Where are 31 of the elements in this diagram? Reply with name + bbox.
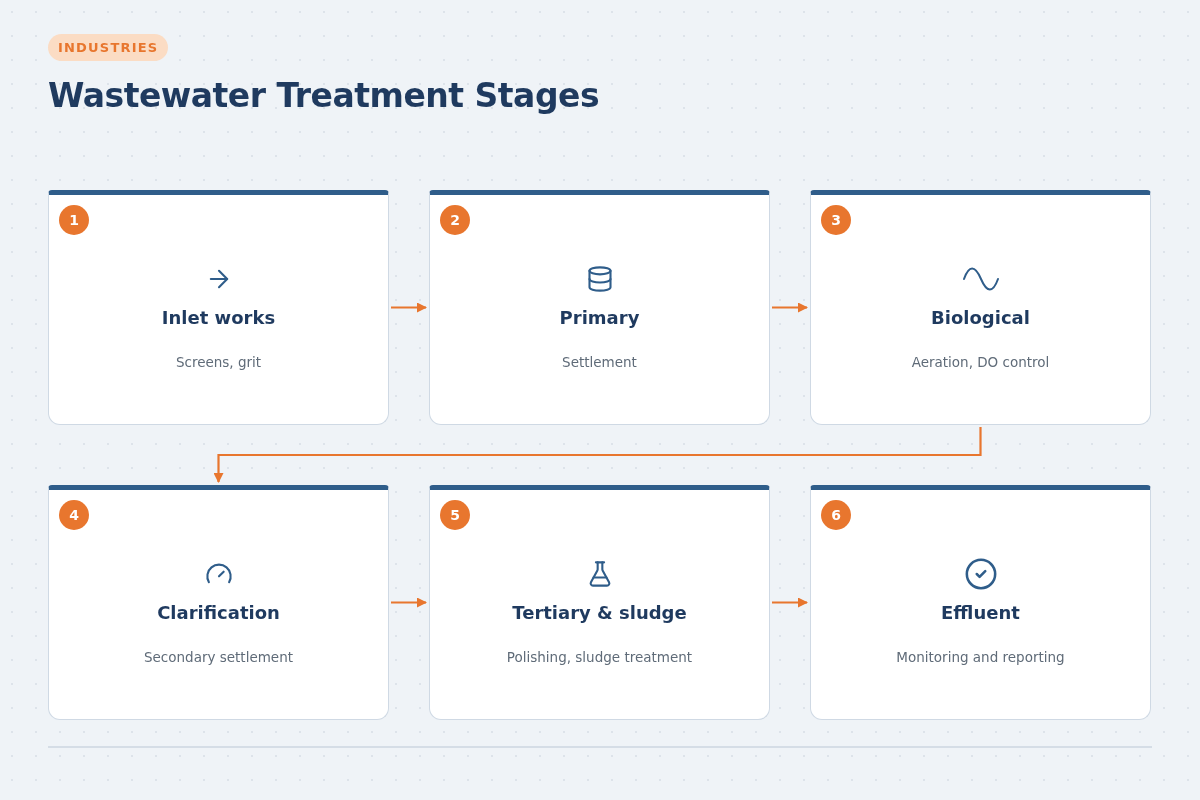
stage-title: Inlet works: [161, 307, 276, 328]
stage-description: Monitoring and reporting: [896, 649, 1065, 665]
stage-card: [48, 485, 389, 720]
stage-description: Aeration, DO control: [911, 354, 1050, 370]
step-number: 6: [821, 500, 851, 530]
stage-card: [429, 190, 770, 425]
title: Wastewater Treatment Stages: [48, 76, 600, 115]
arrow: [772, 302, 808, 313]
step-number: 2: [440, 205, 470, 235]
step-number: 1: [59, 205, 89, 235]
stage-title: Tertiary & sludge: [512, 602, 687, 623]
arrow: [772, 597, 808, 608]
stage-description: Secondary settlement: [143, 649, 294, 665]
category-tag: INDUSTRIES: [48, 34, 169, 61]
step-number: 3: [821, 205, 851, 235]
stage-title: Primary: [559, 307, 640, 328]
arrow: [391, 302, 427, 313]
arrow: [213, 427, 982, 483]
step-number: 5: [440, 500, 470, 530]
stage-description: Screens, grit: [175, 354, 262, 370]
stage-description: Settlement: [562, 354, 637, 370]
stage-title: Biological: [931, 307, 1030, 328]
stage-card: [810, 485, 1151, 720]
stage-title: Effluent: [941, 602, 1020, 623]
step-number: 4: [59, 500, 89, 530]
stage-card: [810, 190, 1151, 425]
stage-card: [429, 485, 770, 720]
arrow: [391, 597, 427, 608]
stage-card: [48, 190, 389, 425]
stage-title: Clarification: [157, 602, 280, 623]
stage-description: Polishing, sludge treatment: [506, 649, 693, 665]
